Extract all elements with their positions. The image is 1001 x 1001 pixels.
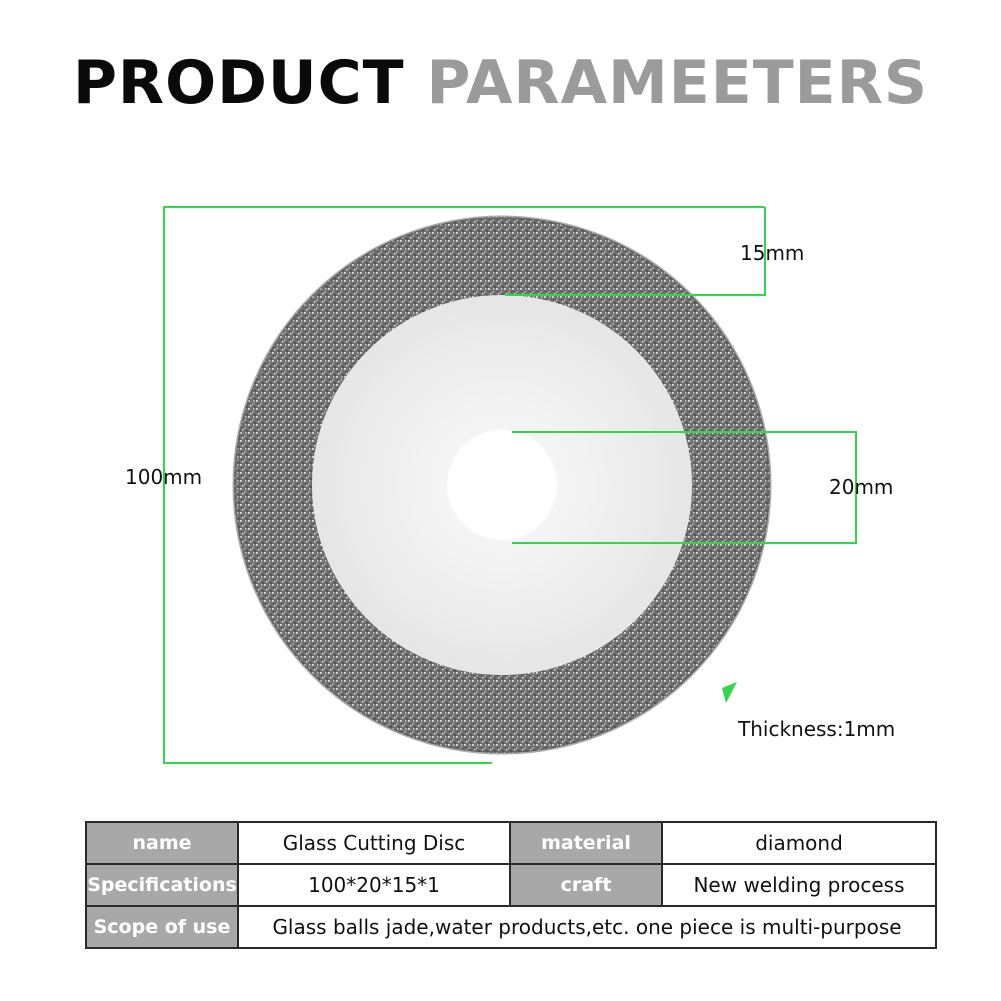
name-value: Glass Cutting Disc — [237, 821, 511, 865]
scope-label: Scope of use — [85, 905, 239, 949]
craft-label: craft — [509, 863, 663, 907]
outer-diameter-label: 100mm — [125, 465, 202, 489]
spec-table: name Glass Cutting Disc material diamond… — [85, 821, 937, 949]
ring-width-bracket — [505, 207, 766, 296]
bore-label: 20mm — [829, 475, 893, 499]
ring-width-label: 15mm — [740, 241, 804, 265]
title-parameters: PARAMEETERS — [426, 48, 929, 118]
page-title: PRODUCT PARAMEETERS — [0, 48, 1001, 118]
thickness-label: Thickness:1mm — [737, 717, 895, 741]
name-label: name — [85, 821, 239, 865]
disc-rim-shade — [232, 215, 772, 755]
disc-center-hole — [447, 430, 557, 540]
specifications-label: Specifications — [85, 863, 239, 907]
thickness-arrow-icon — [722, 682, 737, 703]
material-label: material — [509, 821, 663, 865]
title-product: PRODUCT — [72, 48, 405, 118]
table-row: Scope of use Glass balls jade,water prod… — [85, 905, 937, 949]
bore-bracket — [512, 431, 857, 544]
table-row: name Glass Cutting Disc material diamond — [85, 821, 937, 865]
disc-diagram: 100mm 15mm 20mm Thickness:1mm — [125, 206, 895, 764]
table-row: Specifications 100*20*15*1 craft New wel… — [85, 863, 937, 907]
outer-diameter-bracket — [163, 206, 765, 764]
specifications-value: 100*20*15*1 — [237, 863, 511, 907]
material-value: diamond — [661, 821, 937, 865]
scope-value: Glass balls jade,water products,etc. one… — [237, 905, 937, 949]
craft-value: New welding process — [661, 863, 937, 907]
